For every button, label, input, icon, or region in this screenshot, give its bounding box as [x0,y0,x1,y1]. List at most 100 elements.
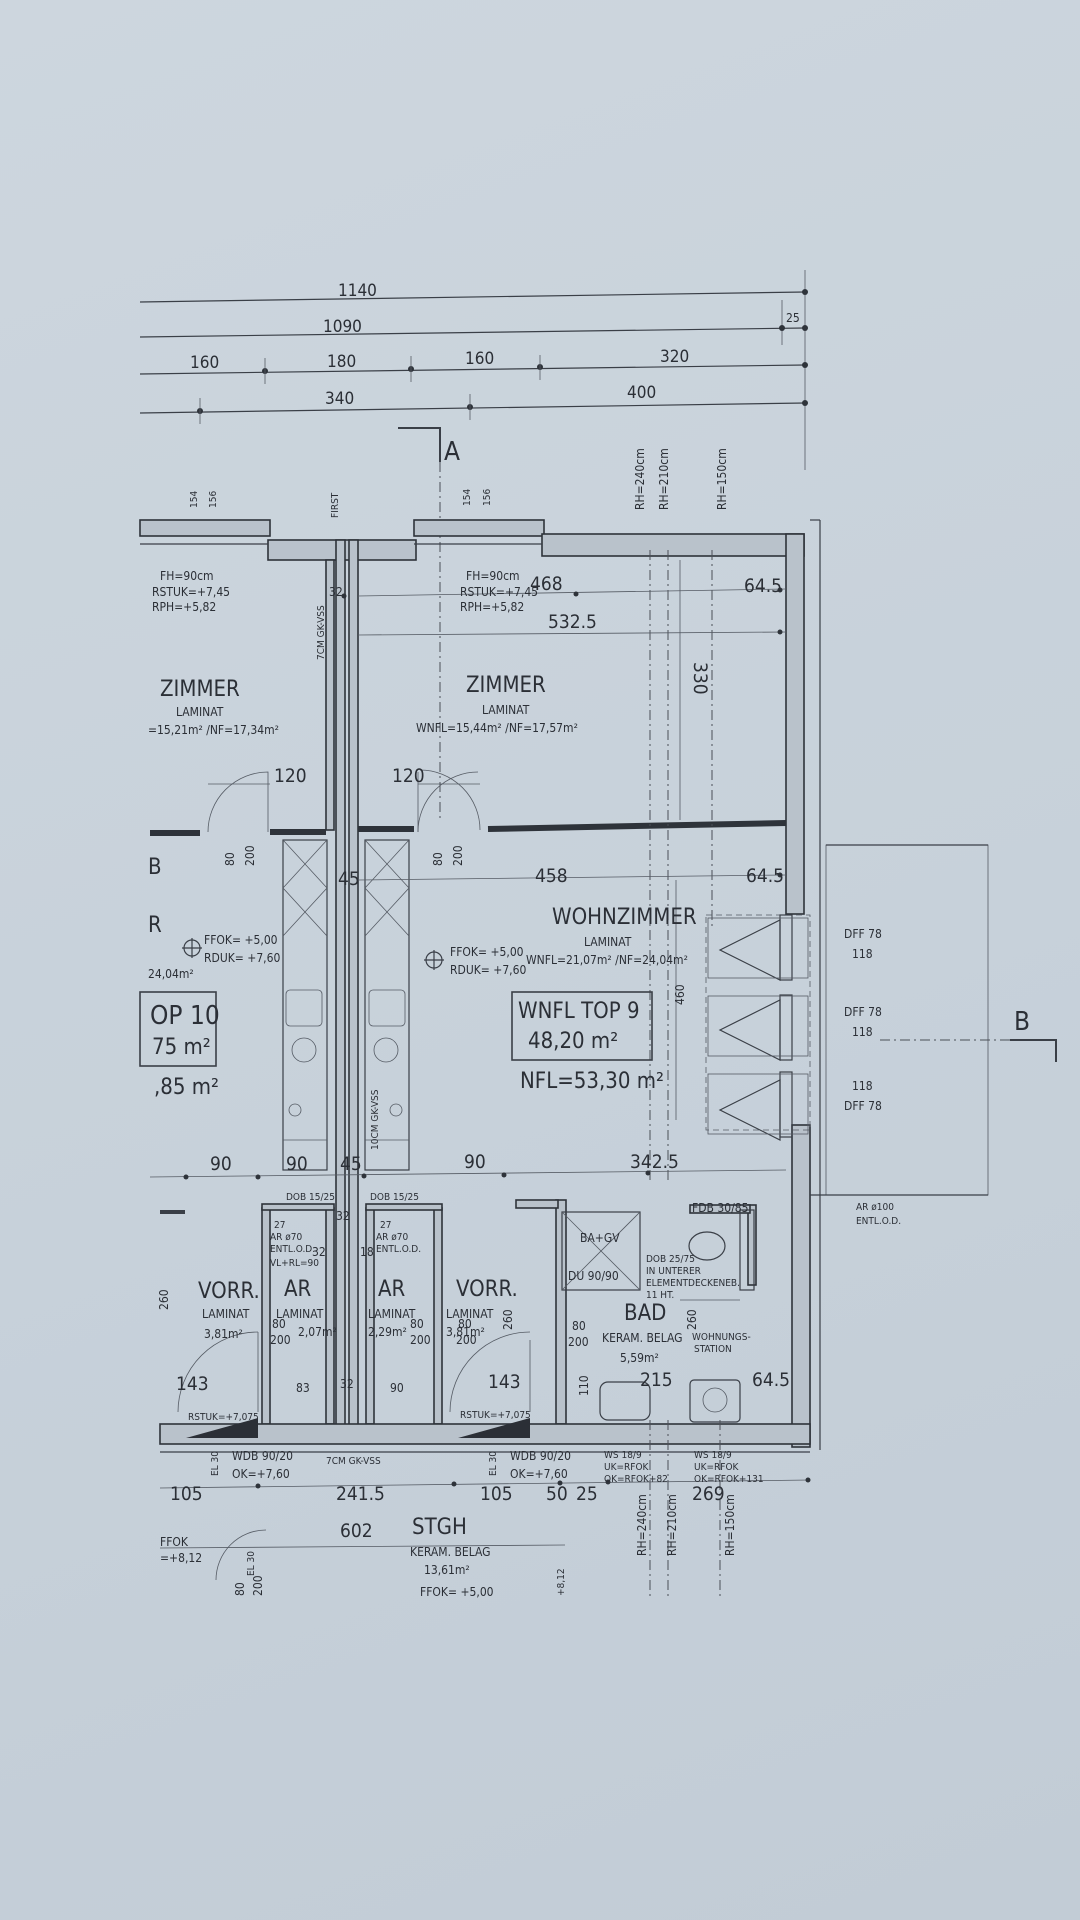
wohnzimmer-area: WNFL=21,07m² /NF=24,04m² [526,953,688,967]
vorr-left-floor: LAMINAT [202,1307,250,1321]
ffok-bottom-val: =+8,12 [160,1551,202,1565]
wall-bottom-label: 7CM GK-VSS [326,1456,381,1467]
top-dimension-chains: 1140 1090 25 160 180 160 320 340 400 [139,270,808,470]
interior-dimension-texts: 32 468 532.5 64.5 330 120 120 80 200 80 … [157,573,790,1556]
vorr-right-name: VORR. [456,1277,518,1302]
ar-right-name: AR [378,1277,406,1302]
ar-left-name: AR [284,1277,312,1302]
dim-458: 458 [535,865,568,887]
dim-bottom-50: 50 [546,1483,568,1505]
interior-dimension-lines [149,560,811,1549]
ws-right-3: OK=RFOK+131 [694,1474,764,1485]
ar100-note1: AR ø100 [856,1202,894,1213]
ar-left-area: 2,07m² [298,1325,337,1339]
rh-bottom-240: RH=240cm [635,1494,649,1556]
left-rduk: RDUK= +7,60 [204,951,280,965]
window-1-118: 118 [852,947,873,961]
ws-left-3: OK=RFOK+82 [604,1474,668,1485]
stgh-ffok: FFOK= +5,00 [420,1585,494,1599]
bad-du2: DU 90/90 [568,1269,619,1283]
ar-left-floor: LAMINAT [276,1307,324,1321]
bad-dob3: ELEMENTDECKENEB. [646,1278,740,1289]
window-2-dff: DFF 78 [844,1005,882,1019]
window-1-dff: DFF 78 [844,927,882,941]
unit-wnfl-title: WNFL TOP 9 [518,999,640,1024]
door-swings [177,769,531,1581]
ws-left-1: WS 18/9 [604,1450,642,1461]
dim-260-bad: 260 [685,1309,699,1330]
dim-bottom-241-5: 241.5 [336,1483,385,1505]
dim-45: 45 [338,868,360,890]
dim-row4-a: 340 [325,389,354,409]
dim-row3-b: 180 [327,352,356,372]
dashed-lines [649,550,1057,1600]
dim-215: 215 [640,1369,673,1391]
right-rduk: RDUK= +7,60 [450,963,526,977]
elevation-markers [182,938,444,970]
right-ffok: FFOK= +5,00 [450,945,524,959]
rh-labels-top: RH=240cm RH=210cm RH=150cm 154 156 154 1… [189,448,729,518]
dim-330: 330 [689,662,711,695]
dim-row3-a: 160 [190,353,219,373]
vorr-80: 80 [458,1317,472,1331]
dim-door-120-left: 120 [274,765,307,787]
zimmer-right-rph: RPH=+5,82 [460,600,524,614]
section-label-b: B [1014,1007,1030,1037]
win-left-156: 156 [208,491,219,508]
wohnzimmer-name: WOHNZIMMER [552,905,697,930]
wall-type2-label: 10CM GK-VSS [370,1089,381,1150]
dim-row4-b: 400 [627,383,656,403]
ar-left-200: 200 [270,1333,291,1347]
rh-bottom-150: RH=150cm [723,1494,737,1556]
bad-du1: BA+GV [580,1231,620,1245]
stgh-floor: KERAM. BELAG [410,1545,491,1559]
dim-row3-c: 160 [465,349,494,369]
dim-27-right: 27 [380,1220,391,1231]
left-partial-cut: B [148,855,162,880]
dim-bottom-269: 269 [692,1483,725,1505]
unit-wnfl-area: 48,20 m² [528,1029,618,1054]
left-partial-area2: ,85 m² [154,1075,219,1100]
ar-left-80: 80 [272,1317,286,1331]
ar-right-note2: ENTL.O.D. [376,1244,421,1255]
bad-station2: STATION [694,1344,732,1355]
zimmer-left-name: ZIMMER [160,677,240,702]
dob-left: DOB 15/25 [286,1192,335,1203]
vorr-right-floor: LAMINAT [446,1307,494,1321]
ffok-bottom: FFOK [160,1535,189,1549]
ar-right-floor: LAMINAT [368,1307,416,1321]
dim-18-ar: 18 [360,1245,374,1259]
dim-top-total: 1140 [338,281,377,301]
wdb-right-2: OK=+7,60 [510,1467,568,1481]
bad-80: 80 [572,1319,586,1333]
ar-right-note1: AR ø70 [376,1232,408,1243]
left-partial-top: OP 10 [150,1001,220,1031]
zimmer-left-floor: LAMINAT [176,705,224,719]
zimmer-right-floor: LAMINAT [482,703,530,717]
unit-boxes [139,991,653,1067]
left-partial-area: 24,04m² [148,967,194,981]
wall-type-label: 7CM GK-VSS [316,605,327,660]
window-2-118: 118 [852,1025,873,1039]
bad-dob1: DOB 25/75 [646,1254,695,1265]
rh-top-240: RH=240cm [633,448,647,510]
dim-143-left: 143 [176,1373,209,1395]
left-ffok: FFOK= +5,00 [204,933,278,947]
dim-door-120-right: 120 [392,765,425,787]
bathroom-fixtures [561,1209,755,1423]
dim-door-80-left: 80 [223,852,237,866]
bad-fdb: FDB 30/85 [692,1201,748,1215]
bad-110: 110 [577,1375,591,1396]
ar100-note2: ENTL.O.D. [856,1216,901,1227]
window-3-118: 118 [852,1079,873,1093]
zimmer-right-fh: FH=90cm [466,569,520,583]
bad-dob2: IN UNTERER [646,1266,701,1277]
section-label-a: A [444,437,460,467]
bad-dob4: 11 HT. [646,1290,674,1301]
wdb-right-1: WDB 90/20 [510,1449,571,1463]
dim-260-left: 260 [157,1289,171,1310]
dim-wall-32: 32 [329,585,343,599]
first-label: FIRST [330,492,341,518]
